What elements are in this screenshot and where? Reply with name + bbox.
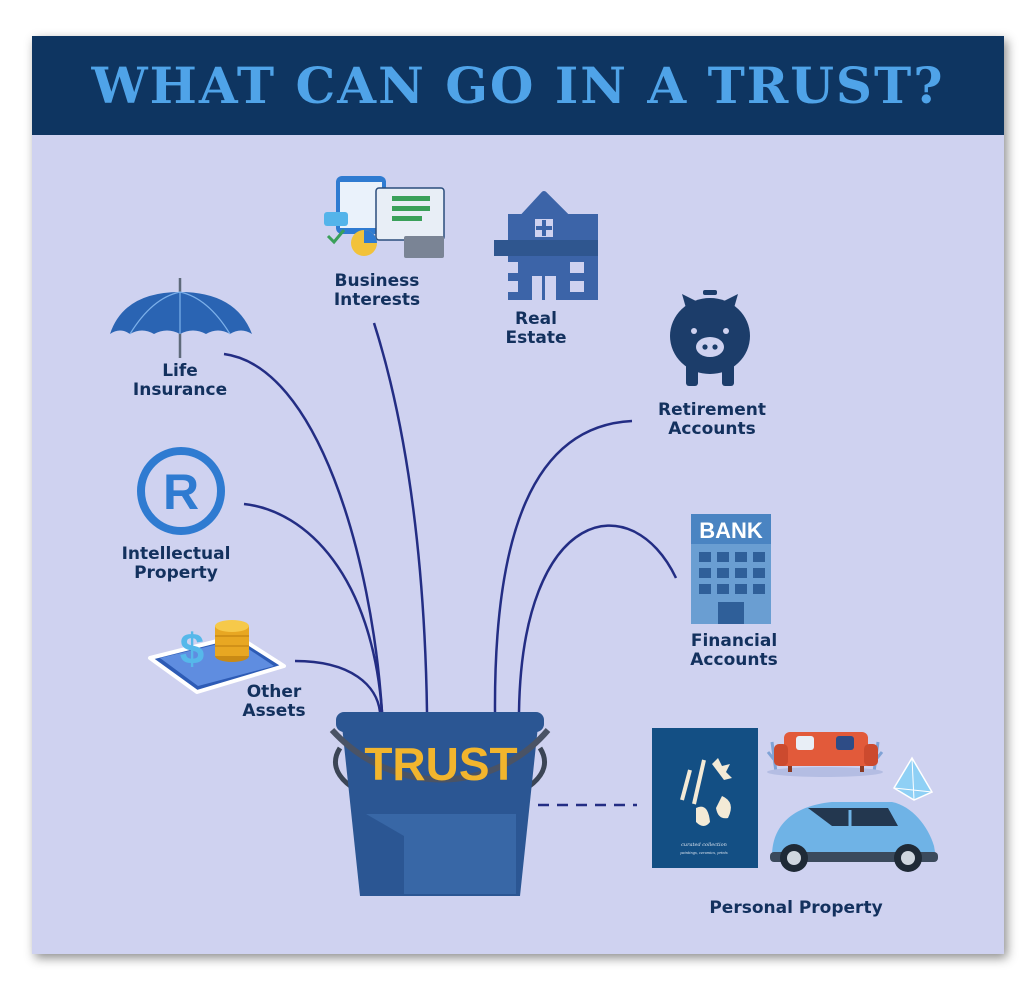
title-banner: WHAT CAN GO IN A TRUST? xyxy=(32,36,1004,135)
connector-business-interests xyxy=(372,322,429,713)
life-insurance-label: Life Insurance xyxy=(132,361,228,400)
umbrella-icon xyxy=(110,278,252,358)
svg-text:BANK: BANK xyxy=(699,518,763,543)
dashboard-icon xyxy=(324,176,445,258)
connector-intellectual-property xyxy=(243,502,384,713)
infographic-card: WHAT CAN GO IN A TRUST? xyxy=(32,36,1004,954)
financial-accounts-label: Financial Accounts xyxy=(690,631,778,670)
sofa-icon xyxy=(766,732,884,777)
personal-property-label: Personal Property xyxy=(709,898,883,918)
registered-trademark-icon: R xyxy=(137,447,225,535)
business-interests-label: Business Interests xyxy=(333,271,421,310)
intellectual-property-label: Intellectual Property xyxy=(121,544,231,583)
art-book-icon: curated collection paintings, ceramics, … xyxy=(652,728,758,868)
diamond-icon xyxy=(892,756,934,801)
car-icon xyxy=(770,802,938,872)
building-icon xyxy=(494,191,598,300)
other-assets-label: Other Assets xyxy=(242,682,306,721)
retirement-accounts-label: Retirement Accounts xyxy=(658,400,766,439)
page-title: WHAT CAN GO IN A TRUST? xyxy=(91,56,945,115)
bucket-label: TRUST xyxy=(364,738,517,790)
piggy-bank-icon xyxy=(670,290,750,386)
connector-life-insurance xyxy=(223,352,384,713)
svg-text:$: $ xyxy=(180,625,204,674)
art-book-line1: curated collection xyxy=(681,842,727,848)
bank-icon: BANK xyxy=(691,514,771,624)
svg-text:R: R xyxy=(163,464,199,520)
real-estate-label: Real Estate xyxy=(505,309,567,348)
connector-other-assets xyxy=(294,659,382,713)
trust-bucket xyxy=(329,712,551,896)
art-book-line2: paintings, ceramics, prints xyxy=(680,851,728,855)
connector-financial-accounts xyxy=(517,524,678,713)
diagram-canvas: R BANK $ xyxy=(110,176,938,896)
connector-lines xyxy=(223,322,678,807)
money-coins-icon: $ xyxy=(148,620,286,694)
connector-retirement-accounts xyxy=(493,419,633,713)
